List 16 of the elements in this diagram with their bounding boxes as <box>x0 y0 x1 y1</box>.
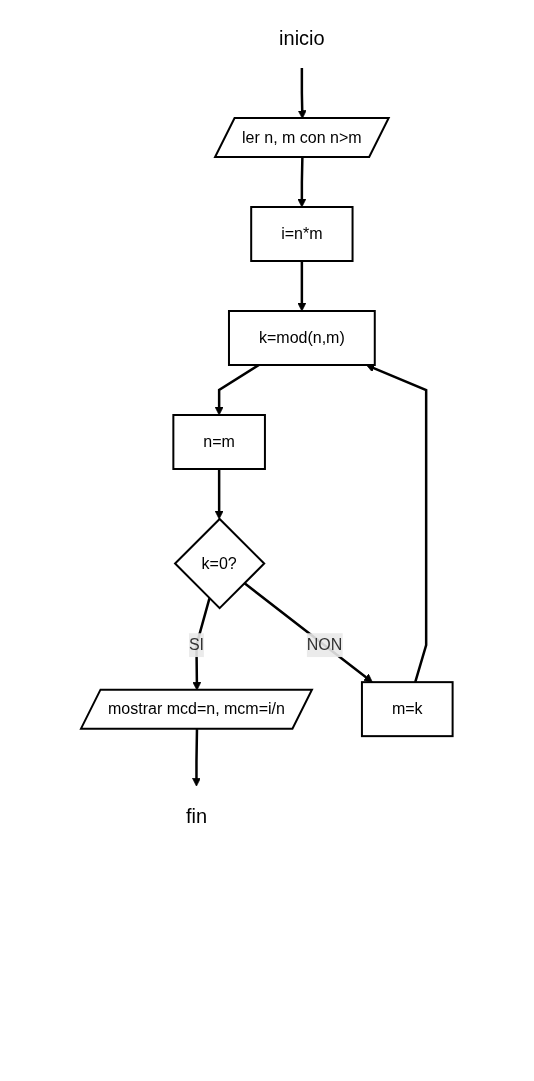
node-box: k=mod(n,m) <box>228 310 376 366</box>
edge-label: NON <box>306 636 343 654</box>
node-box: m=k <box>361 681 454 738</box>
node-box: i=n*m <box>250 206 354 262</box>
arrow <box>297 261 307 312</box>
arrow <box>243 582 373 683</box>
edge-label: SI <box>189 636 205 654</box>
arrow <box>366 364 428 683</box>
node-diamond: k=0? <box>173 517 266 610</box>
node-box: n=m <box>172 414 267 470</box>
arrow <box>214 469 224 520</box>
node-text: fin <box>186 805 208 828</box>
arrow <box>297 157 307 208</box>
arrow <box>192 729 202 787</box>
arrow <box>298 68 307 119</box>
node-text: inicio <box>279 27 325 49</box>
